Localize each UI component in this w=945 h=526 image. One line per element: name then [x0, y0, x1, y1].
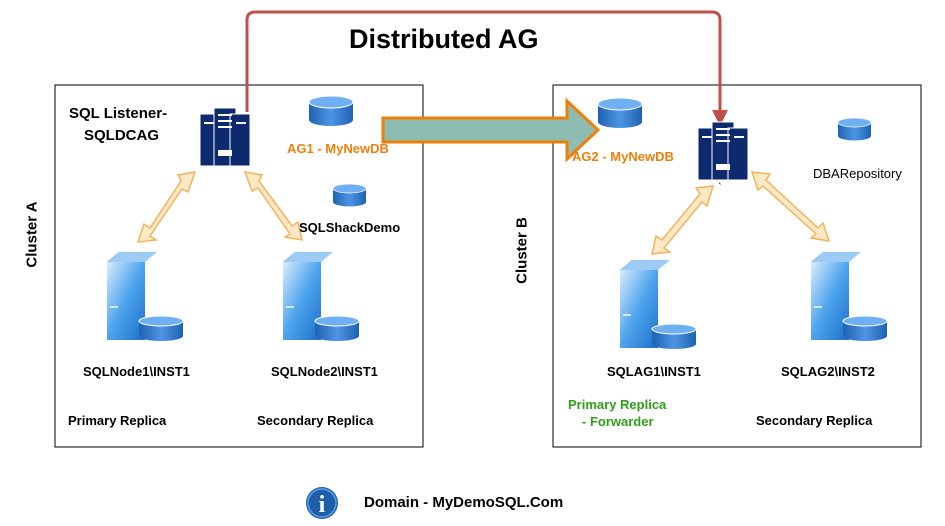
sqlnode2-label: SQLNode2\INST1	[271, 364, 378, 379]
sqlag2-label: SQLAG2\INST2	[781, 364, 875, 379]
sync-arrow-a-right-icon	[243, 171, 303, 241]
cluster-b-primary-role-line2: - Forwarder	[582, 414, 654, 429]
cluster-b-primary-role-line1: Primary Replica	[568, 397, 667, 412]
ag2-db-label: AG2 - MyNewDB	[572, 149, 674, 164]
ag1-db-label: AG1 - MyNewDB	[287, 141, 389, 156]
sqlag1-label: SQLAG1\INST1	[607, 364, 701, 379]
ag2-database-icon	[597, 97, 643, 129]
cluster-a-label: Cluster A	[23, 201, 41, 268]
dbarepository-database-icon	[837, 117, 872, 141]
listener-name-line1: SQL Listener-	[69, 105, 168, 122]
listener-name-line2: SQLDCAG	[84, 127, 159, 144]
sync-arrow-b-left-icon	[651, 185, 715, 255]
sync-arrow-b-right-icon	[750, 171, 831, 242]
info-circle-icon: i	[306, 487, 338, 519]
sqlshackdemo-db-label: SQLShackDemo	[299, 220, 401, 235]
ag1-database-icon	[308, 95, 354, 127]
cluster-a-secondary-role: Secondary Replica	[257, 413, 374, 428]
sqlnode1-label: SQLNode1\INST1	[83, 364, 190, 379]
domain-label: Domain - MyDemoSQL.Com	[364, 494, 564, 511]
svg-text:i: i	[319, 492, 326, 518]
forwarder-server-icon	[697, 121, 749, 181]
dbarepository-db-label: DBARepository	[813, 166, 902, 181]
cluster-b-label: Cluster B	[513, 217, 531, 284]
diagram-title: Distributed AG	[349, 24, 539, 54]
connector-arrowhead-icon	[712, 110, 728, 126]
sqlshackdemo-database-icon	[332, 183, 367, 207]
listener-server-icon	[199, 107, 251, 167]
stray-mark: `	[718, 182, 722, 194]
cluster-a-primary-role: Primary Replica	[68, 413, 167, 428]
cluster-b-secondary-role: Secondary Replica	[756, 413, 873, 428]
distributed-ag-connector	[245, 10, 722, 112]
replication-arrow-icon	[381, 97, 601, 163]
sync-arrow-a-left-icon	[136, 171, 197, 243]
